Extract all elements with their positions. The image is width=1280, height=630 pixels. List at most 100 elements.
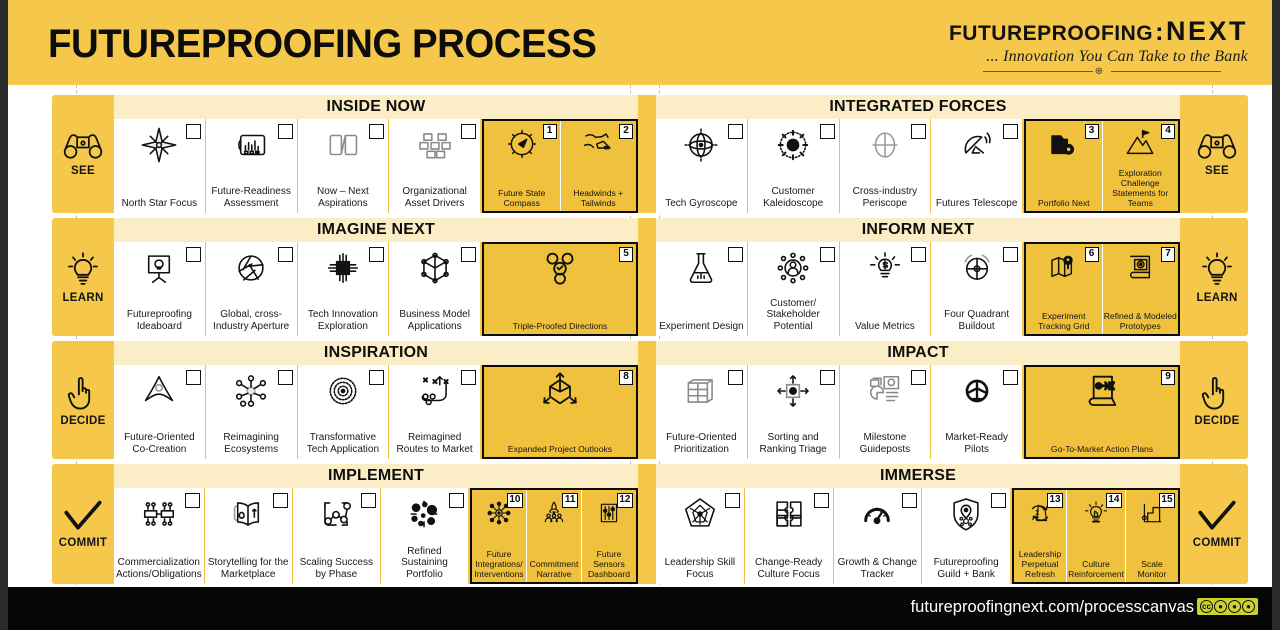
- practice-cell[interactable]: Customer Kaleidoscope: [746, 119, 839, 213]
- practice-checkbox[interactable]: [277, 370, 293, 385]
- practice-checkbox[interactable]: [911, 124, 927, 139]
- practice-checkbox[interactable]: [277, 124, 293, 139]
- practice-checkbox[interactable]: [724, 493, 740, 508]
- practice-checkbox[interactable]: [461, 247, 476, 262]
- row-stage-left: LEARN: [52, 218, 114, 336]
- practice-checkbox[interactable]: [1003, 370, 1018, 385]
- practice-checkbox[interactable]: [185, 247, 201, 262]
- practice-cell[interactable]: Sorting and Ranking Triage: [746, 365, 839, 459]
- route-path-icon: [389, 368, 480, 414]
- practice-checkbox[interactable]: [369, 247, 385, 262]
- practice-checkbox[interactable]: [819, 370, 835, 385]
- practice-checkbox[interactable]: [369, 124, 385, 139]
- practice-checkbox[interactable]: [813, 493, 829, 508]
- practice-checkbox[interactable]: [1003, 247, 1018, 262]
- practice-cell[interactable]: Experiment Design: [656, 242, 747, 336]
- practice-cell[interactable]: Futureproofing Guild + Bank: [921, 488, 1010, 584]
- practice-checkbox[interactable]: [461, 124, 476, 139]
- practice-checkbox[interactable]: [727, 247, 743, 262]
- practice-cell[interactable]: Customer/ Stakeholder Potential: [746, 242, 839, 336]
- practice-checkbox[interactable]: [369, 370, 385, 385]
- practice-checkbox[interactable]: [277, 247, 293, 262]
- practice-checkbox[interactable]: [727, 370, 743, 385]
- practice-cell[interactable]: Transformative Tech Application: [296, 365, 389, 459]
- practice-cell[interactable]: Tech Gyroscope: [656, 119, 747, 213]
- mountain-flag-icon: [1103, 123, 1179, 165]
- practice-checkbox[interactable]: [991, 493, 1006, 508]
- practice-cell[interactable]: Futures Telescope: [930, 119, 1022, 213]
- practice-cell[interactable]: Refined Sustaining Portfolio: [379, 488, 468, 584]
- practice-label: Cross-industry Periscope: [852, 186, 918, 209]
- practice-checkbox[interactable]: [902, 493, 918, 508]
- practice-cell[interactable]: Change-Ready Culture Focus: [743, 488, 833, 584]
- practice-checkbox[interactable]: [185, 370, 201, 385]
- practice-cell[interactable]: Value Metrics: [838, 242, 931, 336]
- practice-cell[interactable]: Futureproofing Ideaboard: [114, 242, 205, 336]
- practice-cell[interactable]: Future-Oriented Co-Creation: [114, 365, 205, 459]
- logo-rule: ⊕: [949, 67, 1248, 77]
- practice-cell[interactable]: Future-Oriented Prioritization: [656, 365, 747, 459]
- tool-number: 8: [619, 370, 633, 385]
- row-stage-label: COMMIT: [1192, 537, 1242, 549]
- practice-checkbox[interactable]: [184, 493, 200, 508]
- practice-cell[interactable]: Reimagining Ecosystems: [204, 365, 297, 459]
- practice-cell[interactable]: Market-Ready Pilots: [930, 365, 1022, 459]
- footer-url[interactable]: futureproofingnext.com/processcanvas: [910, 598, 1194, 616]
- practice-cell[interactable]: Scaling Success by Phase: [291, 488, 380, 584]
- practice-checkbox[interactable]: [449, 493, 465, 508]
- practice-checkbox[interactable]: [461, 370, 476, 385]
- practice-checkbox[interactable]: [911, 247, 927, 262]
- practice-checkbox[interactable]: [727, 124, 743, 139]
- practice-cell[interactable]: Tech Innovation Exploration: [296, 242, 389, 336]
- practice-checkbox[interactable]: [360, 493, 376, 508]
- row-stage-label: LEARN: [62, 292, 104, 304]
- open-book-icon: [205, 491, 292, 537]
- practice-label: Global, cross-Industry Aperture: [213, 309, 290, 332]
- practice-cell[interactable]: Growth & Change Tracker: [832, 488, 922, 584]
- practice-cell[interactable]: Cross-industry Periscope: [838, 119, 931, 213]
- practice-checkbox[interactable]: [911, 370, 927, 385]
- practice-cell[interactable]: North Star Focus: [114, 119, 205, 213]
- practice-cell[interactable]: Future-Readiness Assessment: [204, 119, 297, 213]
- practice-checkbox[interactable]: [819, 124, 835, 139]
- practice-cell[interactable]: Organizational Asset Drivers: [388, 119, 480, 213]
- practice-checkbox[interactable]: [185, 124, 201, 139]
- practice-cell[interactable]: Commercialization Actions/Obligations: [114, 488, 204, 584]
- practice-checkbox[interactable]: [819, 247, 835, 262]
- flask-icon: [656, 245, 747, 291]
- row-stage-right: SEE: [1186, 95, 1248, 213]
- row-stage-left: SEE: [52, 95, 114, 213]
- tool-label: Culture Reinforcement: [1068, 559, 1124, 579]
- practice-cell[interactable]: Leadership Skill Focus: [656, 488, 744, 584]
- lightbulb-icon: [66, 250, 100, 288]
- practice-checkbox[interactable]: [1003, 124, 1018, 139]
- practice-cell[interactable]: Milestone Guideposts: [838, 365, 931, 459]
- three-medals-icon: [484, 246, 636, 288]
- row-stage-label: DECIDE: [1194, 415, 1240, 427]
- practice-cell[interactable]: Four Quadrant Buildout: [930, 242, 1022, 336]
- practice-cell[interactable]: Global, cross-Industry Aperture: [204, 242, 297, 336]
- practice-cell[interactable]: Now – Next Aspirations: [296, 119, 389, 213]
- practice-checkbox[interactable]: [272, 493, 288, 508]
- practice-cell[interactable]: Storytelling for the Marketplace: [203, 488, 292, 584]
- practice-cell[interactable]: Reimagined Routes to Market: [388, 365, 480, 459]
- practice-cell[interactable]: Business Model Applications: [388, 242, 480, 336]
